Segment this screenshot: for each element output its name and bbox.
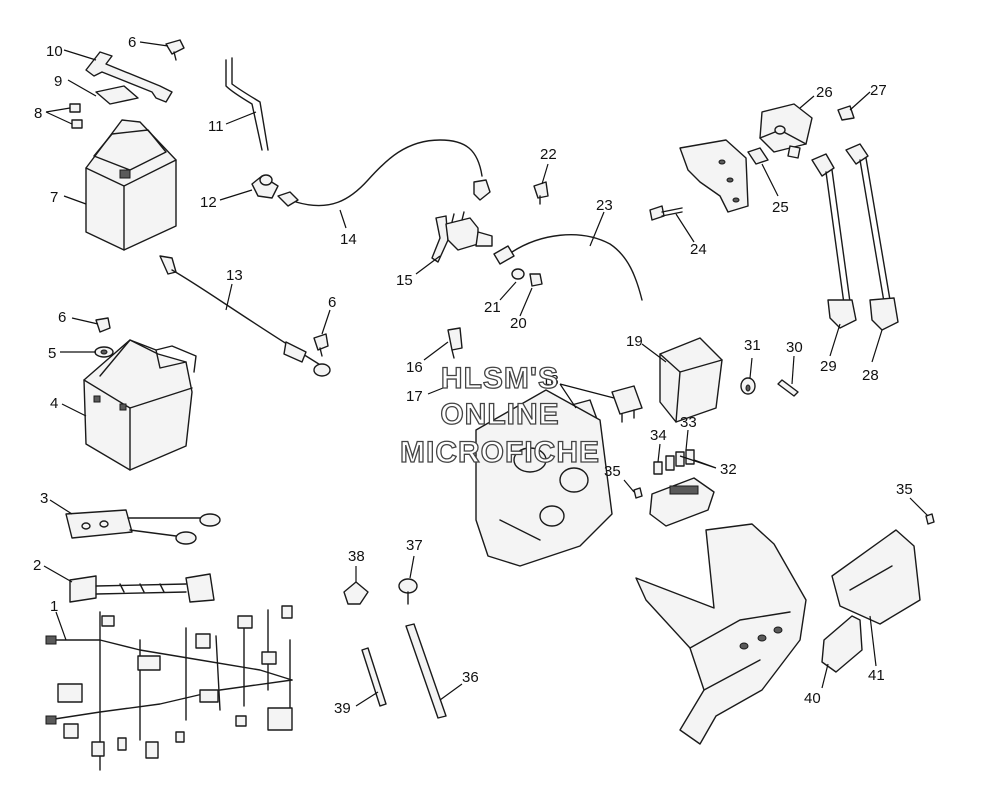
part-ignition-coil (759, 103, 813, 159)
part-cable-3 (65, 509, 221, 545)
part-screw-35a (633, 487, 643, 499)
part-grommet-38 (343, 581, 369, 605)
part-sensor-16 (447, 327, 463, 359)
callout-9: 9 (54, 73, 62, 90)
part-shield-40 (821, 615, 863, 673)
callout-18: 18 (542, 372, 559, 389)
part-clip-37 (398, 578, 418, 605)
part-plug-wire-28 (845, 143, 899, 331)
callout-11: 11 (208, 118, 224, 135)
callout-37: 37 (406, 537, 423, 554)
callout-6: 6 (128, 34, 136, 51)
part-battery-strap (85, 51, 173, 103)
part-terminal-boot (251, 174, 279, 199)
callout-3: 3 (40, 490, 48, 507)
watermark-line-3: MICROFICHE (400, 436, 600, 469)
part-shield-41 (831, 529, 921, 625)
part-battery (85, 119, 177, 251)
callout-19: 19 (626, 333, 643, 350)
part-module-19 (659, 337, 723, 423)
part-cable-14 (277, 139, 491, 207)
part-solenoid (431, 211, 493, 263)
callout-36: 36 (462, 669, 479, 686)
callout-28: 28 (862, 367, 879, 384)
part-washer-21 (511, 268, 525, 280)
callout-numbers: 10 6 9 8 7 11 12 14 13 6 6 5 4 3 2 1 22 … (33, 34, 913, 717)
part-spacer-25 (747, 147, 769, 165)
part-cable-13 (159, 255, 331, 377)
callout-13: 13 (226, 267, 243, 284)
part-fuse-holder (649, 477, 715, 527)
part-nut-20 (529, 273, 543, 287)
part-bolt-6b (313, 333, 329, 357)
part-clamp-31 (740, 377, 756, 395)
callout-8: 8 (34, 105, 42, 122)
callout-12: 12 (200, 194, 217, 211)
part-rod-36 (405, 623, 447, 719)
callout-41: 41 (868, 667, 885, 684)
callout-26: 26 (816, 84, 833, 101)
callout-7: 7 (50, 189, 58, 206)
part-coil-bracket (679, 139, 749, 213)
callout-10: 10 (46, 43, 63, 60)
callout-6: 6 (328, 294, 336, 311)
part-cable-23 (493, 234, 643, 301)
callout-34: 34 (650, 427, 667, 444)
callout-35: 35 (604, 463, 621, 480)
callout-6: 6 (58, 309, 66, 326)
callout-33: 33 (680, 414, 697, 431)
part-fascia-panel (475, 389, 613, 567)
part-harness-2 (69, 573, 215, 603)
watermark-line-2: ONLINE (440, 398, 559, 431)
callout-32: 32 (720, 461, 737, 478)
callout-23: 23 (596, 197, 613, 214)
callout-38: 38 (348, 548, 365, 565)
part-bolt-6c (95, 317, 111, 333)
part-washer (94, 346, 114, 358)
part-bolt-24 (649, 205, 683, 221)
part-vent-tube (225, 57, 269, 151)
callout-29: 29 (820, 358, 837, 375)
part-front-frame (635, 523, 807, 745)
callout-1: 1 (50, 598, 58, 615)
watermark-line-1: HLSM'S (441, 362, 559, 395)
part-fuses (653, 449, 695, 475)
callout-30: 30 (786, 339, 803, 356)
callout-22: 22 (540, 146, 557, 163)
callout-31: 31 (744, 337, 761, 354)
part-relay-18 (611, 385, 643, 423)
callout-25: 25 (772, 199, 789, 216)
leader-lines (43, 41, 929, 707)
part-bolt-6a (165, 39, 185, 61)
callout-15: 15 (396, 272, 413, 289)
callout-16: 16 (406, 359, 423, 376)
callout-17: 17 (406, 388, 423, 405)
callout-39: 39 (334, 700, 351, 717)
part-rod-39 (361, 647, 387, 707)
callout-24: 24 (690, 241, 707, 258)
callout-14: 14 (340, 231, 357, 248)
part-pad (95, 85, 139, 105)
part-plug-wire-29 (811, 153, 857, 329)
callout-40: 40 (804, 690, 821, 707)
part-screw-35b (925, 513, 935, 525)
callout-2: 2 (33, 557, 41, 574)
watermark: HLSM'S ONLINE MICROFICHE (399, 361, 600, 469)
callout-5: 5 (48, 345, 56, 362)
callout-27: 27 (870, 82, 887, 99)
part-main-harness (45, 605, 293, 771)
part-bolt-30 (777, 379, 799, 397)
callout-35: 35 (896, 481, 913, 498)
callout-20: 20 (510, 315, 527, 332)
callout-21: 21 (484, 299, 501, 316)
part-battery-box (83, 339, 197, 471)
callout-4: 4 (50, 395, 58, 412)
part-screw-22 (533, 181, 549, 205)
